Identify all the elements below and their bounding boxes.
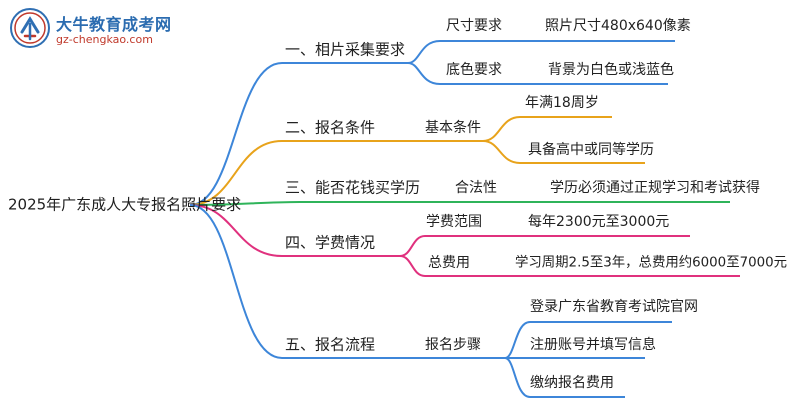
branch-4-leaf-total: 学习周期2.5至3年，总费用约6000至7000元 [515, 255, 787, 271]
branch-3-sub-legal: 合法性 [455, 180, 497, 196]
logo-badge-icon [10, 8, 50, 48]
branch-5-sub-steps: 报名步骤 [425, 337, 481, 353]
connector-branch-4-to-total [399, 255, 740, 277]
branch-3-leaf-legal: 学历必须通过正规学习和考试获得 [550, 180, 760, 196]
branch-4-title: 四、学费情况 [285, 233, 376, 252]
branch-4-sub-total: 总费用 [428, 255, 470, 271]
connector-root-to-branch-1 [189, 62, 408, 206]
logo-url: gz-chengkao.com [56, 33, 153, 46]
connector-branch-1-to-size [407, 40, 525, 64]
branch-4-sub-range: 学费范围 [426, 214, 482, 230]
branch-2-title: 二、报名条件 [285, 118, 376, 137]
mindmap-canvas: 大牛教育成考网 gz-chengkao.com 2025年广东成人大专报名照片要… [4, 6, 787, 398]
branch-5-leaf-login: 登录广东省教育考试院官网 [530, 299, 698, 315]
connector-lines [189, 40, 740, 398]
connector-basic-to-edu [482, 140, 645, 164]
site-logo: 大牛教育成考网 gz-chengkao.com [4, 6, 214, 52]
connector-basic-to-age [482, 116, 612, 142]
branch-2-sub-basic: 基本条件 [425, 120, 481, 136]
connector-root-to-branch-3 [189, 201, 730, 206]
branch-1-leaf-bg: 背景为白色或浅蓝色 [548, 62, 674, 78]
logo-title: 大牛教育成考网 [56, 15, 172, 34]
connector-step-to-login [504, 321, 672, 359]
connector-branch-1-to-bg [407, 62, 525, 85]
connector-root-to-branch-2 [189, 140, 483, 206]
branch-5-title: 五、报名流程 [285, 335, 376, 354]
branch-5-leaf-pay: 缴纳报名费用 [530, 375, 614, 391]
connector-root-to-branch-4 [189, 204, 400, 257]
branch-4-leaf-range: 每年2300元至3000元 [528, 214, 670, 230]
branch-2-leaf-edu: 具备高中或同等学历 [528, 142, 654, 158]
branch-1-leaf-size: 照片尺寸480x640像素 [545, 18, 691, 34]
branch-1-sub-size: 尺寸要求 [446, 18, 502, 34]
branch-1-sub-bg: 底色要求 [446, 62, 502, 78]
branch-1-title: 一、相片采集要求 [285, 40, 406, 59]
connector-step-to-pay [504, 357, 625, 398]
branch-5-leaf-register: 注册账号并填写信息 [530, 337, 656, 353]
connector-branch-4-to-range [399, 235, 690, 257]
branch-3-title: 三、能否花钱买学历 [285, 178, 421, 197]
connector-root-to-branch-5 [189, 204, 505, 359]
root-topic: 2025年广东成人大专报名照片要求 [8, 195, 242, 214]
branch-2-leaf-age: 年满18周岁 [525, 95, 599, 111]
